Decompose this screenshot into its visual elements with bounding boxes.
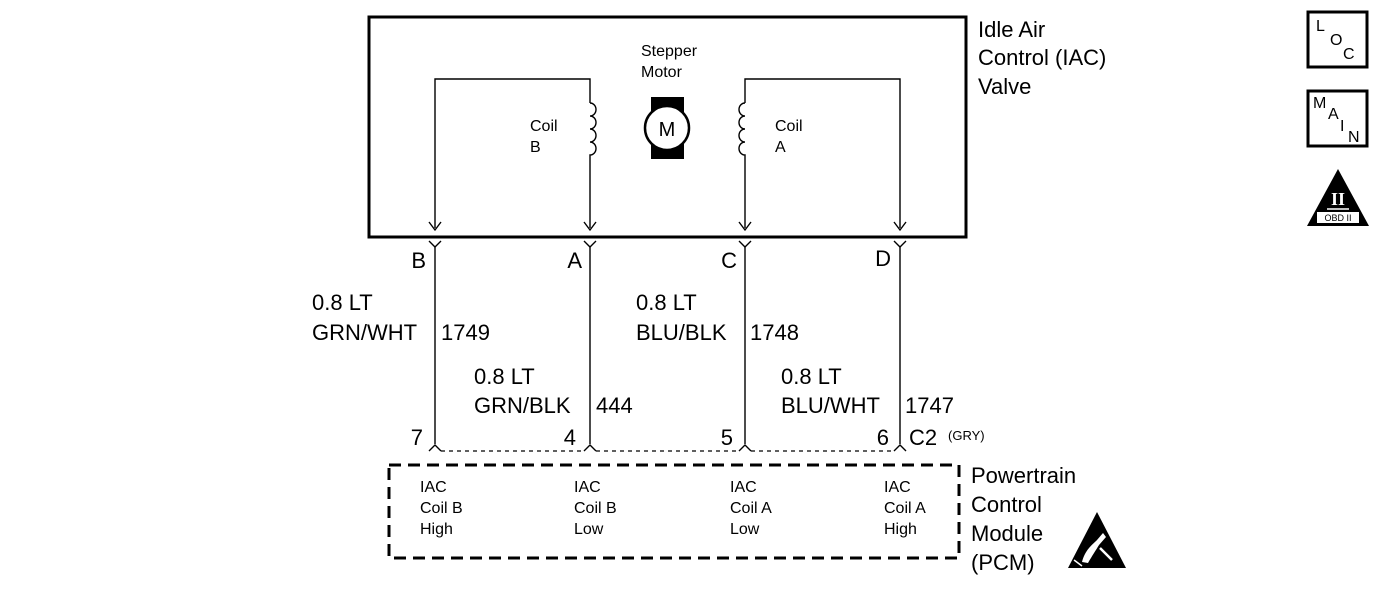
pcm-terminal-1: IAC Coil B High xyxy=(420,479,463,538)
pin-c-label: C xyxy=(721,248,737,273)
pcm-title-line2: Control xyxy=(971,492,1042,517)
main-letter-i: I xyxy=(1340,118,1344,135)
pcm-terminal-3-line3: Low xyxy=(730,521,760,538)
pin-b-label: B xyxy=(411,248,426,273)
pcm-terminal-4-line1: IAC xyxy=(884,479,911,496)
wire-1749-size: 0.8 LT xyxy=(312,290,373,315)
obd-ii-icon: II OBD II xyxy=(1307,169,1369,226)
wire-1749-circuit: 1749 xyxy=(441,320,490,345)
pin-4-label: 4 xyxy=(564,425,576,450)
coil-b-icon xyxy=(589,102,597,160)
pcm-terminal-2-line3: Low xyxy=(574,521,604,538)
pcm-terminal-2-line2: Coil B xyxy=(574,500,617,517)
coil-a-icon xyxy=(738,102,746,160)
wire-444-color: GRN/BLK xyxy=(474,393,571,418)
motor-label-line1: Stepper xyxy=(641,43,698,60)
connector-color: (GRY) xyxy=(948,428,985,443)
loc-letter-c: C xyxy=(1343,46,1355,63)
loc-letter-l: L xyxy=(1316,18,1325,35)
pcm-terminal-2: IAC Coil B Low xyxy=(574,479,617,538)
motor-label-line2: Motor xyxy=(641,64,683,81)
main-letter-m: M xyxy=(1313,95,1326,112)
pcm-title-line4: (PCM) xyxy=(971,550,1035,575)
wire-1748-circuit: 1748 xyxy=(750,320,799,345)
coil-b-circuit xyxy=(434,78,597,228)
iac-valve-housing xyxy=(367,15,968,239)
loc-letter-o: O xyxy=(1330,32,1342,49)
iac-title-line3: Valve xyxy=(978,74,1031,99)
pcm-terminal-1-line1: IAC xyxy=(420,479,447,496)
pcm-terminal-3-line1: IAC xyxy=(730,479,757,496)
main-icon: M A I N xyxy=(1306,89,1369,148)
main-letter-n: N xyxy=(1348,129,1360,146)
wire-1747-circuit: 1747 xyxy=(905,393,954,418)
motor-symbol: M xyxy=(659,119,676,141)
arrow-icon xyxy=(428,221,442,232)
loc-icon: L O C xyxy=(1306,10,1369,69)
wire-1747-color: BLU/WHT xyxy=(781,393,880,418)
pin-d-label: D xyxy=(875,246,891,271)
pcm-terminal-3-line2: Coil A xyxy=(730,500,772,517)
arrow-icon xyxy=(583,221,597,232)
wire-1748-color: BLU/BLK xyxy=(636,320,727,345)
obd-ii-label: OBD II xyxy=(1324,213,1351,223)
esd-warning-icon xyxy=(1068,512,1126,568)
pin-a-label: A xyxy=(567,248,582,273)
pcm-terminal-1-line2: Coil B xyxy=(420,500,463,517)
arrow-icon xyxy=(738,221,752,232)
pcm-title-line1: Powertrain xyxy=(971,463,1076,488)
pcm-housing xyxy=(387,463,961,560)
coil-a-label-line2: A xyxy=(775,139,786,156)
wire-444-size: 0.8 LT xyxy=(474,364,535,389)
wire-1747-size: 0.8 LT xyxy=(781,364,842,389)
pcm-terminal-3: IAC Coil A Low xyxy=(730,479,772,538)
pcm-title-line3: Module xyxy=(971,521,1043,546)
wire-1748-size: 0.8 LT xyxy=(636,290,697,315)
pin-6-label: 6 xyxy=(877,425,889,450)
pcm-connector-c2 xyxy=(428,444,907,452)
pin-7-label: 7 xyxy=(411,425,423,450)
pcm-terminal-4-line2: Coil A xyxy=(884,500,926,517)
pcm-terminal-2-line1: IAC xyxy=(574,479,601,496)
wire-1749-color: GRN/WHT xyxy=(312,320,417,345)
arrow-icon xyxy=(893,221,907,232)
coil-a-circuit xyxy=(738,78,901,228)
pin-5-label: 5 xyxy=(721,425,733,450)
iac-connector-cavities xyxy=(428,240,907,248)
main-letter-a: A xyxy=(1328,106,1339,123)
pcm-terminal-1-line3: High xyxy=(420,521,453,538)
wire-444-circuit: 444 xyxy=(596,393,633,418)
connector-id: C2 xyxy=(909,425,937,450)
iac-title-line2: Control (IAC) xyxy=(978,45,1106,70)
coil-a-label-line1: Coil xyxy=(775,118,803,135)
coil-b-label-line1: Coil xyxy=(530,118,558,135)
iac-title-line1: Idle Air xyxy=(978,17,1045,42)
obd-ii-numeral: II xyxy=(1331,189,1345,209)
pcm-terminal-4: IAC Coil A High xyxy=(884,479,926,538)
stepper-motor-icon: M xyxy=(643,97,691,159)
pcm-terminal-4-line3: High xyxy=(884,521,917,538)
coil-b-label-line2: B xyxy=(530,139,541,156)
